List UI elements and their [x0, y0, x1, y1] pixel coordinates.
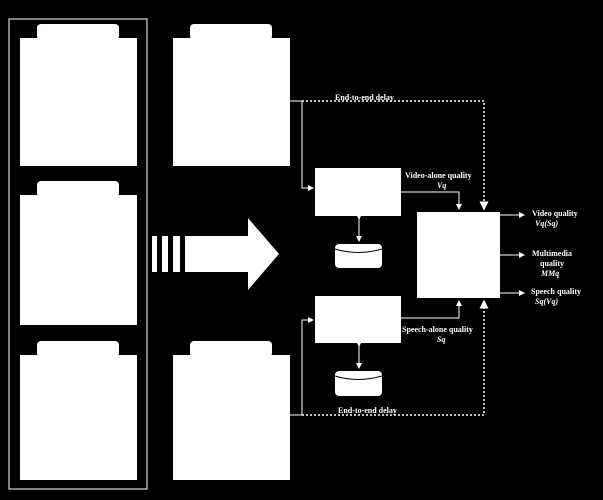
video-model-box: [315, 168, 401, 216]
delay-path-top: [302, 100, 489, 211]
video-alone-label: Video-alone quality: [405, 171, 472, 180]
speech-quality-symbol: Sq(Vq): [535, 297, 559, 306]
input-group-frame: [8, 18, 148, 490]
video-alone-connector: [401, 191, 462, 210]
speech-alone-label: Speech-alone quality: [402, 325, 473, 334]
speech-model-box: [315, 296, 401, 343]
left-card-bottom: [20, 341, 137, 480]
integration-box: [417, 212, 500, 298]
multimedia-quality-symbol: MMq: [541, 269, 560, 278]
video-alone-symbol: Vq: [437, 181, 447, 190]
multimedia-quality-label-2: quality: [540, 259, 565, 268]
multimedia-quality-label-1: Multimedia: [532, 249, 572, 258]
left-card-middle: [20, 181, 137, 325]
video-quality-label: Video quality: [532, 209, 578, 218]
video-database-icon: [334, 244, 383, 268]
speech-database-icon: [334, 371, 383, 396]
speech-input-connector: [290, 317, 314, 416]
speech-alone-connector: [401, 300, 462, 319]
delay-path-bottom: [302, 299, 489, 416]
speech-alone-symbol: Sq: [437, 335, 446, 344]
right-card-top: [173, 24, 290, 166]
transform-arrow: [152, 218, 279, 290]
delay-label-top: End-to-end delay: [335, 93, 394, 102]
speech-quality-label: Speech quality: [531, 287, 582, 296]
video-input-connector: [290, 100, 314, 191]
delay-label-bottom: End-to-end delay: [338, 406, 397, 415]
video-quality-symbol: Vq(Sq): [535, 219, 559, 228]
left-card-top: [20, 24, 137, 166]
right-card-bottom: [173, 341, 290, 480]
